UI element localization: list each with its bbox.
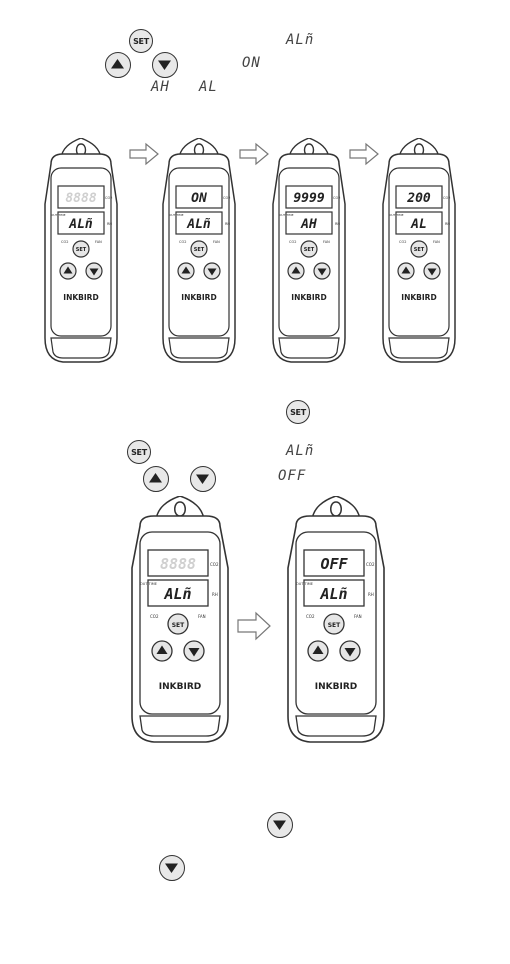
set-label-text: SET [194, 247, 205, 253]
off-code: OFF [278, 469, 306, 483]
set-label-text: SET [328, 622, 341, 629]
side-labels-rh-text: RH [225, 222, 230, 226]
fan-label: FAN [95, 240, 102, 244]
side-labels-co2-top-text: CO2 [223, 196, 230, 200]
device-1-bottom-display: ALñ [68, 217, 93, 232]
side-labels-rh-text: RH [445, 222, 450, 226]
side-labels-fan-text: FAN [433, 240, 440, 244]
al-code: AL [199, 80, 218, 94]
device-shape [165, 864, 178, 874]
device-4-top-display: 200 [406, 191, 431, 206]
device-3-top-display: 9999 [293, 191, 324, 206]
arrow-right-mid [238, 613, 270, 639]
rh-label: RH [107, 222, 112, 226]
device-shape [111, 59, 124, 69]
device-shape [149, 473, 162, 483]
device-mid-1-top-display: 8888 [160, 555, 196, 573]
side-labels-co2-bottom-text: CO2 [306, 614, 315, 619]
brand-label: INKBIRD [63, 293, 98, 302]
side-labels-co2-top-text: CO2 [366, 562, 375, 567]
side-labels-co2-top-text: CO2 [333, 196, 340, 200]
side-labels-rh-text: RH [335, 222, 340, 226]
on-code: ON [242, 56, 261, 70]
device-4: 200 AL CO2 RH OUT TIME CO2 FAN SET INKBI… [383, 138, 455, 362]
set-button-icon-2: SET [286, 400, 310, 424]
side-labels-fan-text: FAN [198, 614, 206, 619]
co2-label: CO2 [105, 196, 112, 200]
set-label-text: SET [414, 247, 425, 253]
arrow-right-1 [130, 144, 158, 164]
set-button-icon: SET [129, 29, 153, 53]
device-1-top-display: 8888 [65, 191, 96, 206]
set-button-icon-3: SET [127, 440, 151, 464]
side-labels-co2-bottom-text: CO2 [150, 614, 159, 619]
down-arrow-icon-3 [267, 812, 293, 838]
side-labels-co2-bottom-text: CO2 [179, 240, 186, 244]
brand-text: INKBIRD [315, 682, 357, 692]
side-labels-left-tag-text: OUT TIME [279, 213, 294, 217]
device-3: 9999 AH CO2 RH OUT TIME CO2 FAN SET INKB… [273, 138, 345, 362]
arrow-right-2 [240, 144, 268, 164]
up-arrow-icon [105, 52, 131, 78]
device-mid-2-top-display: OFF [320, 555, 348, 573]
side-labels-co2-top-text: CO2 [443, 196, 450, 200]
down-arrow-icon-2 [190, 466, 216, 492]
device-row-mid: 8888 ALñ CO2 RH OUT TIME CO2 FAN SET INK… [0, 496, 510, 746]
side-labels-left-tag-text: OUT TIME [296, 582, 313, 586]
down-arrow-icon-4 [159, 855, 185, 881]
out-time-label: OUT TIME [51, 213, 66, 217]
side-labels-rh-text: RH [212, 592, 218, 597]
device-mid-1: 8888 ALñ CO2 RH OUT TIME CO2 FAN SET INK… [132, 496, 228, 742]
device-4-bottom-display: AL [410, 217, 427, 232]
side-labels-left-tag-text: OUT TIME [389, 213, 404, 217]
device-1: 8888 ALñ CO2 RH OUT TIME CO2 FAN SET INK… [45, 138, 117, 362]
side-labels-left-tag-text: OUT TIME [169, 213, 184, 217]
menu-code-alarm-2: ALñ [286, 444, 314, 458]
device-shape [196, 475, 209, 485]
side-labels-fan-text: FAN [213, 240, 220, 244]
brand-text: INKBIRD [181, 293, 216, 302]
device-2-top-display: ON [191, 191, 207, 206]
side-labels-rh-text: RH [368, 592, 374, 597]
menu-code-alarm: ALñ [286, 33, 314, 47]
device-shape [158, 61, 171, 71]
side-labels-fan-text: FAN [323, 240, 330, 244]
brand-text: INKBIRD [291, 293, 326, 302]
side-labels-fan-text: FAN [354, 614, 362, 619]
set-label: SET [76, 247, 87, 253]
device-mid-2-bottom-display: ALñ [319, 585, 347, 603]
device-shape [273, 821, 286, 831]
down-arrow-icon [152, 52, 178, 78]
co2-bottom-label: CO2 [61, 240, 68, 244]
set-label-text: SET [172, 622, 185, 629]
device-mid-1-bottom-display: ALñ [163, 585, 191, 603]
side-labels-left-tag-text: OUT TIME [140, 582, 157, 586]
device-3-bottom-display: AH [300, 217, 317, 232]
side-labels-co2-bottom-text: CO2 [289, 240, 296, 244]
device-mid-2: OFF ALñ CO2 RH OUT TIME CO2 FAN SET INKB… [288, 496, 384, 742]
arrow-right-3 [350, 144, 378, 164]
side-labels-co2-top-text: CO2 [210, 562, 219, 567]
device-2: ON ALñ CO2 RH OUT TIME CO2 FAN SET INKBI… [163, 138, 235, 362]
device-row-top: 8888 ALñ CO2 RH OUT TIME CO2 FAN SET INK… [0, 138, 510, 370]
up-arrow-icon-2 [143, 466, 169, 492]
brand-text: INKBIRD [401, 293, 436, 302]
set-label-text: SET [304, 247, 315, 253]
device-2-bottom-display: ALñ [186, 217, 211, 232]
brand-text: INKBIRD [159, 682, 201, 692]
ah-code: AH [151, 80, 170, 94]
side-labels-co2-bottom-text: CO2 [399, 240, 406, 244]
